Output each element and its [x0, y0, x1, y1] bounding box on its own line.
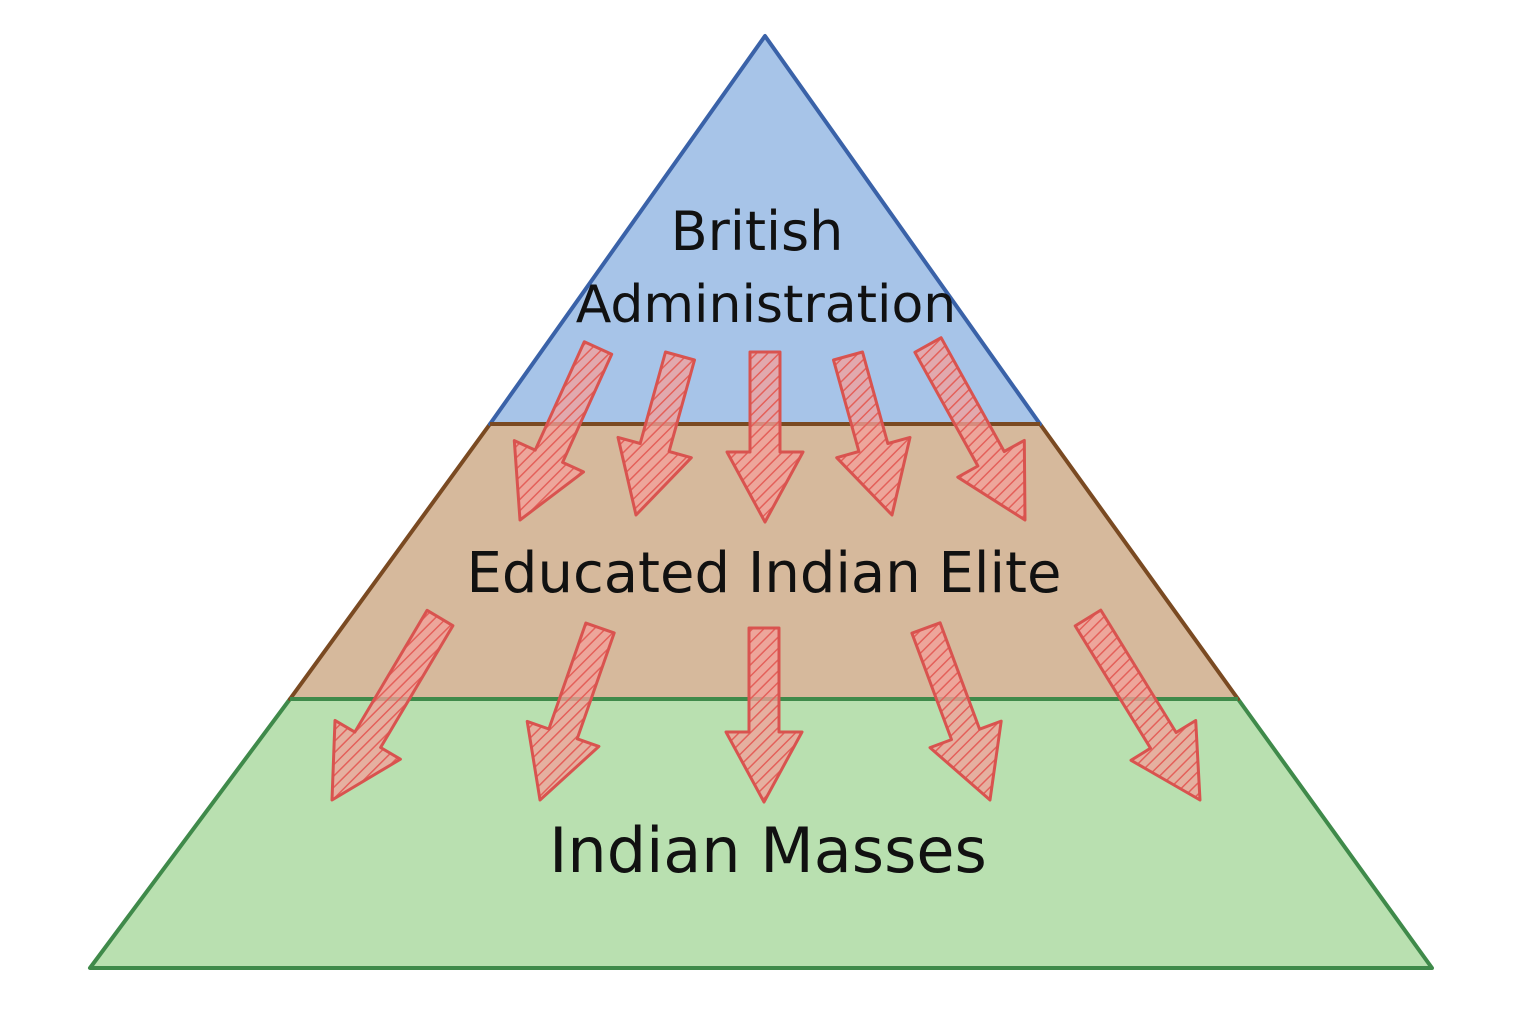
- educated-indian-elite-label: Educated Indian Elite: [467, 541, 1062, 606]
- upper-down-arrow-icon-1: [512, 340, 614, 522]
- lower-down-arrow-icon-5: [1073, 608, 1202, 802]
- upper-down-arrow-icon-2: [616, 350, 696, 517]
- upper-down-arrow-icon-5: [913, 336, 1027, 522]
- upper-down-arrow-icon-4: [832, 350, 912, 517]
- lower-down-arrow-icon-3: [724, 626, 804, 804]
- arrows-group: [330, 336, 1202, 804]
- british-label: British: [671, 200, 844, 263]
- indian-masses-label: Indian Masses: [549, 814, 987, 887]
- lower-down-arrow-icon-2: [525, 621, 616, 802]
- administration-label: Administration: [576, 275, 957, 335]
- lower-down-arrow-icon-4: [910, 621, 1003, 802]
- upper-down-arrow-icon-3: [725, 350, 805, 524]
- lower-down-arrow-icon-1: [330, 608, 455, 802]
